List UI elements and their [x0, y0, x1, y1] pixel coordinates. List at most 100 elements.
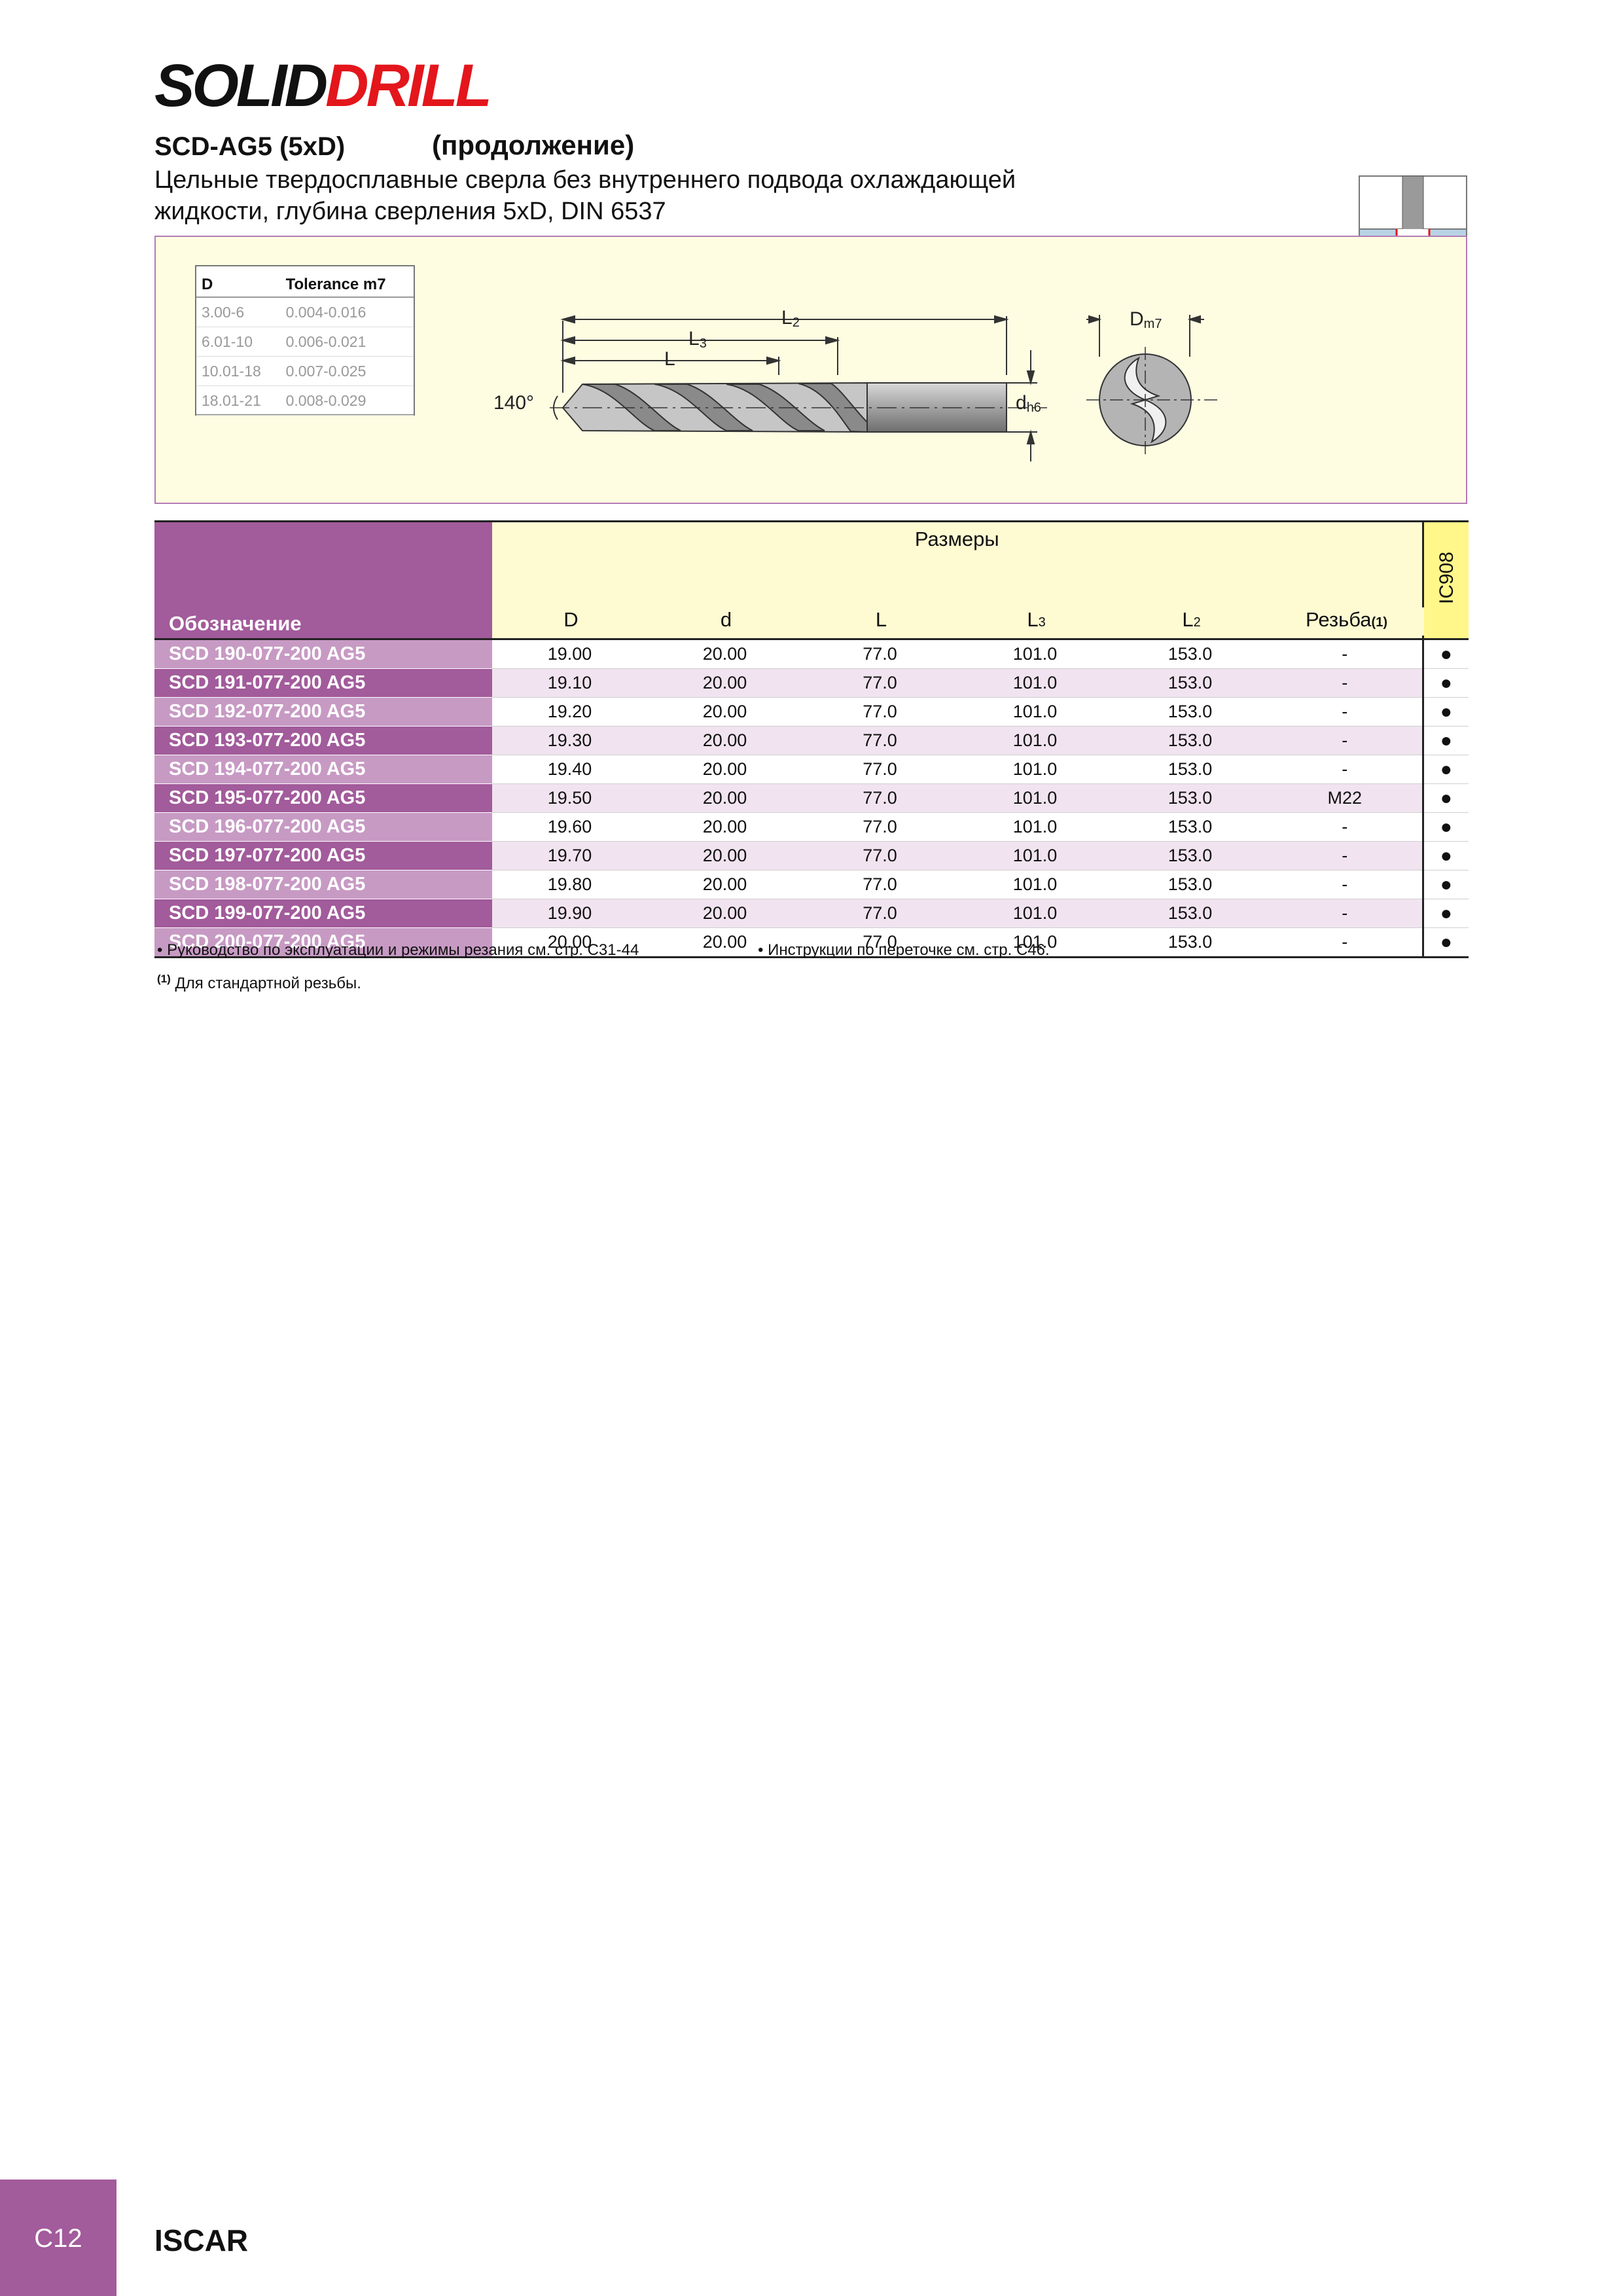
- cell-L2: 153.0: [1113, 755, 1268, 784]
- dim-label-dh6: dh6: [1016, 392, 1041, 415]
- cell-thread: -: [1268, 726, 1423, 755]
- cell-thread: -: [1268, 755, 1423, 784]
- cell-L: 77.0: [802, 726, 957, 755]
- cell-name: SCD 196-077-200 AG5: [154, 812, 492, 842]
- tolerance-range: 10.01-18: [196, 356, 281, 386]
- cell-d: 20.00: [647, 870, 802, 899]
- cell-d: 20.00: [647, 755, 802, 784]
- cell-L2: 153.0: [1113, 927, 1268, 958]
- cell-d: 20.00: [647, 841, 802, 870]
- cell-name: SCD 200-077-200 AG5: [154, 927, 492, 958]
- page-number-tab: [0, 2179, 116, 2296]
- cell-thread: -: [1268, 639, 1423, 669]
- cell-L3: 101.0: [957, 639, 1113, 669]
- dim-label-l: L: [664, 348, 675, 370]
- cell-name: SCD 193-077-200 AG5: [154, 726, 492, 755]
- cell-name: SCD 190-077-200 AG5: [154, 639, 492, 669]
- drill-side-view-drawing: 140° L2 L3 L dh6: [493, 307, 1047, 461]
- cell-L3: 101.0: [957, 812, 1113, 842]
- cell-thread: -: [1268, 668, 1423, 698]
- tolerance-header-tol: Tolerance m7: [280, 266, 414, 298]
- col-header-d-small: d: [649, 607, 804, 636]
- cell-L2: 153.0: [1113, 668, 1268, 698]
- cell-name: SCD 199-077-200 AG5: [154, 899, 492, 928]
- page-title: SCD-AG5 (5xD): [154, 132, 346, 161]
- cell-name: SCD 192-077-200 AG5: [154, 697, 492, 726]
- col-header-l: L: [804, 607, 959, 636]
- subtitle-line-1: Цельные твердосплавные сверла без внутре…: [154, 166, 1016, 194]
- dim-label-l2: L2: [781, 307, 800, 330]
- logo-part-drill: DRILL: [325, 52, 492, 119]
- title-continued: (продолжение): [432, 130, 635, 160]
- cell-grade: ●: [1421, 870, 1469, 899]
- grade-header-label: IC908: [1435, 551, 1457, 604]
- cell-D: 19.00: [492, 639, 647, 669]
- cell-grade: ●: [1421, 783, 1469, 813]
- cell-D: 19.10: [492, 668, 647, 698]
- cell-d: 20.00: [647, 668, 802, 698]
- cell-grade: ●: [1421, 639, 1469, 669]
- footnote-marker: (1): [157, 973, 171, 985]
- cell-thread: -: [1268, 841, 1423, 870]
- cell-L: 77.0: [802, 697, 957, 726]
- col-header-thread: Резьба(1): [1269, 607, 1424, 636]
- cell-L3: 101.0: [957, 668, 1113, 698]
- cell-D: 19.40: [492, 755, 647, 784]
- cell-D: 19.20: [492, 697, 647, 726]
- cell-D: 19.80: [492, 870, 647, 899]
- solid-drill-logo: SOLIDDRILL: [154, 56, 492, 116]
- cell-D: 20.00: [492, 927, 647, 958]
- column-headers: D d L L3 L2 Резьба(1): [493, 607, 1424, 636]
- cell-name: SCD 194-077-200 AG5: [154, 755, 492, 784]
- footnote-text: Для стандартной резьбы.: [170, 975, 361, 992]
- cell-thread: -: [1268, 899, 1423, 928]
- cell-L3: 101.0: [957, 927, 1113, 958]
- cell-d: 20.00: [647, 899, 802, 928]
- cell-D: 19.90: [492, 899, 647, 928]
- note-footnote: (1) Для стандартной резьбы.: [157, 973, 361, 993]
- cell-L: 77.0: [802, 870, 957, 899]
- tolerance-value: 0.006-0.021: [280, 327, 414, 357]
- tolerance-row: 6.01-10 0.006-0.021: [196, 327, 414, 357]
- cell-L3: 101.0: [957, 755, 1113, 784]
- cell-D: 19.50: [492, 783, 647, 813]
- cell-name: SCD 191-077-200 AG5: [154, 668, 492, 698]
- cell-name: SCD 198-077-200 AG5: [154, 870, 492, 899]
- cell-grade: ●: [1421, 668, 1469, 698]
- cell-L2: 153.0: [1113, 783, 1268, 813]
- cell-L2: 153.0: [1113, 639, 1268, 669]
- cell-grade: ●: [1421, 927, 1469, 958]
- cell-D: 19.70: [492, 841, 647, 870]
- tolerance-value: 0.008-0.029: [280, 386, 414, 416]
- cell-L3: 101.0: [957, 697, 1113, 726]
- tolerance-row: 10.01-18 0.007-0.025: [196, 356, 414, 386]
- note-usage-guide: • Руководство по эксплуатации и режимы р…: [157, 941, 639, 959]
- col-header-l2: L2: [1114, 607, 1269, 636]
- col-header-d-big: D: [493, 607, 649, 636]
- cell-L2: 153.0: [1113, 899, 1268, 928]
- note-regrinding: • Инструкции по переточке см. стр. C46.: [758, 941, 1050, 959]
- tolerance-row: 3.00-6 0.004-0.016: [196, 297, 414, 327]
- tolerance-range: 6.01-10: [196, 327, 281, 357]
- tolerance-range: 3.00-6: [196, 297, 281, 327]
- cell-L: 77.0: [802, 899, 957, 928]
- cell-L2: 153.0: [1113, 726, 1268, 755]
- page-number: C12: [34, 2224, 82, 2253]
- tolerance-range: 18.01-21: [196, 386, 281, 416]
- cell-thread: -: [1268, 870, 1423, 899]
- cell-thread: -: [1268, 697, 1423, 726]
- cell-L2: 153.0: [1113, 841, 1268, 870]
- tolerance-header-d: D: [196, 266, 281, 298]
- cell-grade: ●: [1421, 697, 1469, 726]
- grade-header: IC908: [1421, 520, 1469, 639]
- brand-name: ISCAR: [154, 2223, 249, 2257]
- cell-name: SCD 195-077-200 AG5: [154, 783, 492, 813]
- cell-d: 20.00: [647, 927, 802, 958]
